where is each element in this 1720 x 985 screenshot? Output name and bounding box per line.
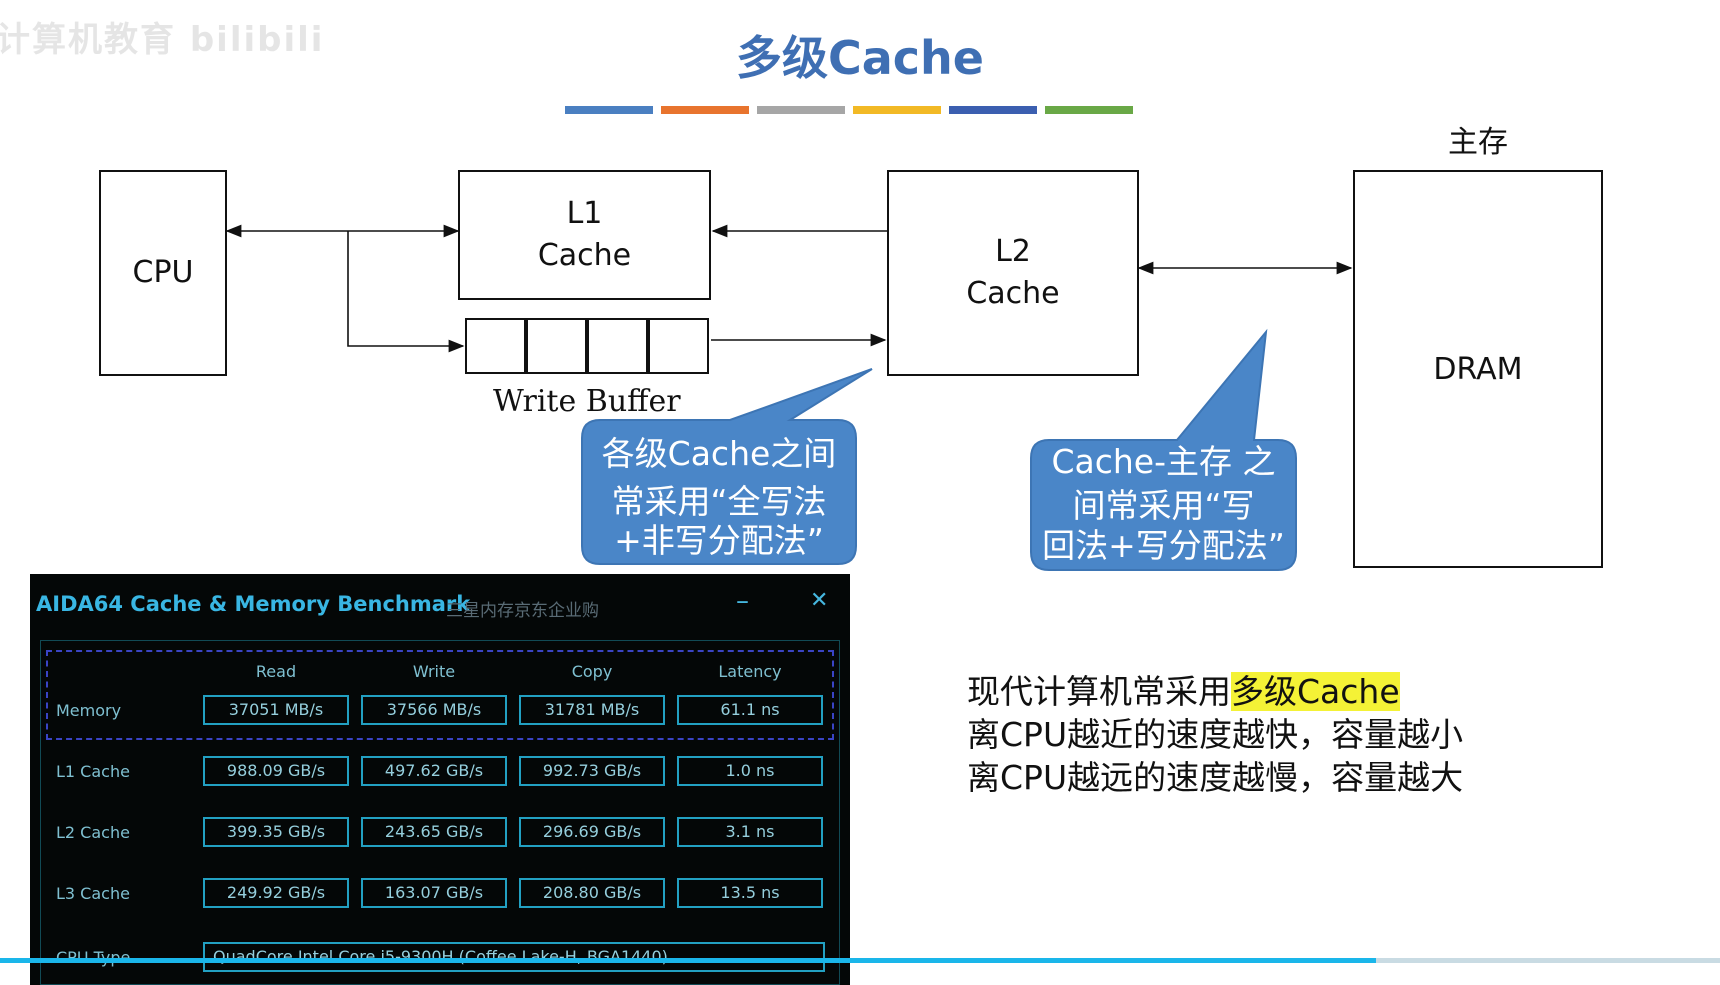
- callout-left-line2: 常采用“全写法: [611, 482, 827, 521]
- cpu-box: [99, 170, 227, 376]
- l1-read-value: 988.09 GB/s: [203, 756, 349, 786]
- l2-copy-value: 296.69 GB/s: [519, 817, 665, 847]
- callout-bubble-left: [581, 368, 873, 565]
- title-bar-2: [661, 106, 749, 114]
- l1-copy-value: 992.73 GB/s: [519, 756, 665, 786]
- main-memory-box: [1353, 170, 1603, 568]
- callout-right-line2: 间常采用“写: [1072, 486, 1255, 525]
- aida64-window: AIDA64 Cache & Memory Benchmark 三星内存京东企业…: [30, 574, 850, 985]
- l1-label-line1: L1: [566, 196, 603, 231]
- callout-right-line3: 回法+写分配法”: [1042, 526, 1285, 565]
- row-label-l3-cache: L3 Cache: [56, 884, 130, 903]
- cpu-writebuffer-arrow: [347, 231, 465, 353]
- write-buffer-slot: [587, 318, 648, 374]
- l2-read-value: 399.35 GB/s: [203, 817, 349, 847]
- l2-label-line2: Cache: [966, 276, 1060, 311]
- l1-cache-box: [458, 170, 711, 300]
- cpu-label: CPU: [132, 255, 194, 290]
- note-highlight: 多级Cache: [1231, 672, 1400, 711]
- note-line3: 离CPU越远的速度越慢，容量越大: [967, 758, 1464, 797]
- memory-copy-value: 31781 MB/s: [519, 695, 665, 725]
- l2-label-line1: L2: [995, 234, 1031, 269]
- dram-label: DRAM: [1433, 352, 1523, 387]
- row-label-l2-cache: L2 Cache: [56, 823, 130, 842]
- note-line2: 离CPU越近的速度越快，容量越小: [967, 715, 1464, 754]
- l2-write-value: 243.65 GB/s: [361, 817, 507, 847]
- memory-latency-value: 61.1 ns: [677, 695, 823, 725]
- title-bar-6: [1045, 106, 1133, 114]
- l1-latency-value: 1.0 ns: [677, 756, 823, 786]
- callout-left-line3: +非写分配法”: [614, 521, 824, 560]
- l3-read-value: 249.92 GB/s: [203, 878, 349, 908]
- l1-label-line2: Cache: [537, 238, 632, 273]
- column-header-read: Read: [255, 662, 297, 681]
- l1-write-value: 497.62 GB/s: [361, 756, 507, 786]
- title-bar-4: [853, 106, 941, 114]
- row-label-l1-cache: L1 Cache: [56, 762, 130, 781]
- column-header-write: Write: [412, 662, 456, 681]
- l2-cache-box: [887, 170, 1139, 376]
- video-progress-fill[interactable]: [0, 958, 1376, 963]
- memory-write-value: 37566 MB/s: [361, 695, 507, 725]
- l3-copy-value: 208.80 GB/s: [519, 878, 665, 908]
- aida64-subtitle: 三星内存京东企业购: [446, 601, 599, 621]
- aida64-window-title: AIDA64 Cache & Memory Benchmark: [36, 592, 471, 616]
- write-buffer-slot: [526, 318, 587, 374]
- column-header-copy: Copy: [571, 662, 613, 681]
- column-header-latency: Latency: [718, 662, 782, 681]
- write-buffer-slot: [465, 318, 526, 374]
- callout-right-line1: Cache-主存 之: [1051, 442, 1276, 481]
- channel-watermark: 计算机教育 bilibili: [0, 20, 325, 60]
- l3-write-value: 163.07 GB/s: [361, 878, 507, 908]
- title-bar-1: [565, 106, 653, 114]
- cpu-type-value: QuadCore Intel Core i5-9300H (Coffee Lak…: [203, 942, 825, 972]
- callout-bubble-right: [1030, 328, 1297, 571]
- note-line1-text: 现代计算机常采用: [967, 672, 1231, 711]
- title-bar-5: [949, 106, 1037, 114]
- title-bar-3: [757, 106, 845, 114]
- slide-title: 多级Cache: [735, 31, 984, 85]
- l2-latency-value: 3.1 ns: [677, 817, 823, 847]
- l3-latency-value: 13.5 ns: [677, 878, 823, 908]
- callout-left-line1: 各级Cache之间: [601, 434, 837, 473]
- memory-row-selection: [46, 650, 834, 740]
- note-line1: 现代计算机常采用多级Cache: [967, 670, 1400, 713]
- row-label-memory: Memory: [56, 701, 122, 720]
- write-buffer-label: Write Buffer: [493, 384, 681, 419]
- write-buffer-slot: [648, 318, 709, 374]
- memory-read-value: 37051 MB/s: [203, 695, 349, 725]
- close-button[interactable]: ✕: [810, 588, 829, 613]
- minimize-button[interactable]: –: [736, 586, 749, 616]
- main-memory-label: 主存: [1448, 125, 1508, 160]
